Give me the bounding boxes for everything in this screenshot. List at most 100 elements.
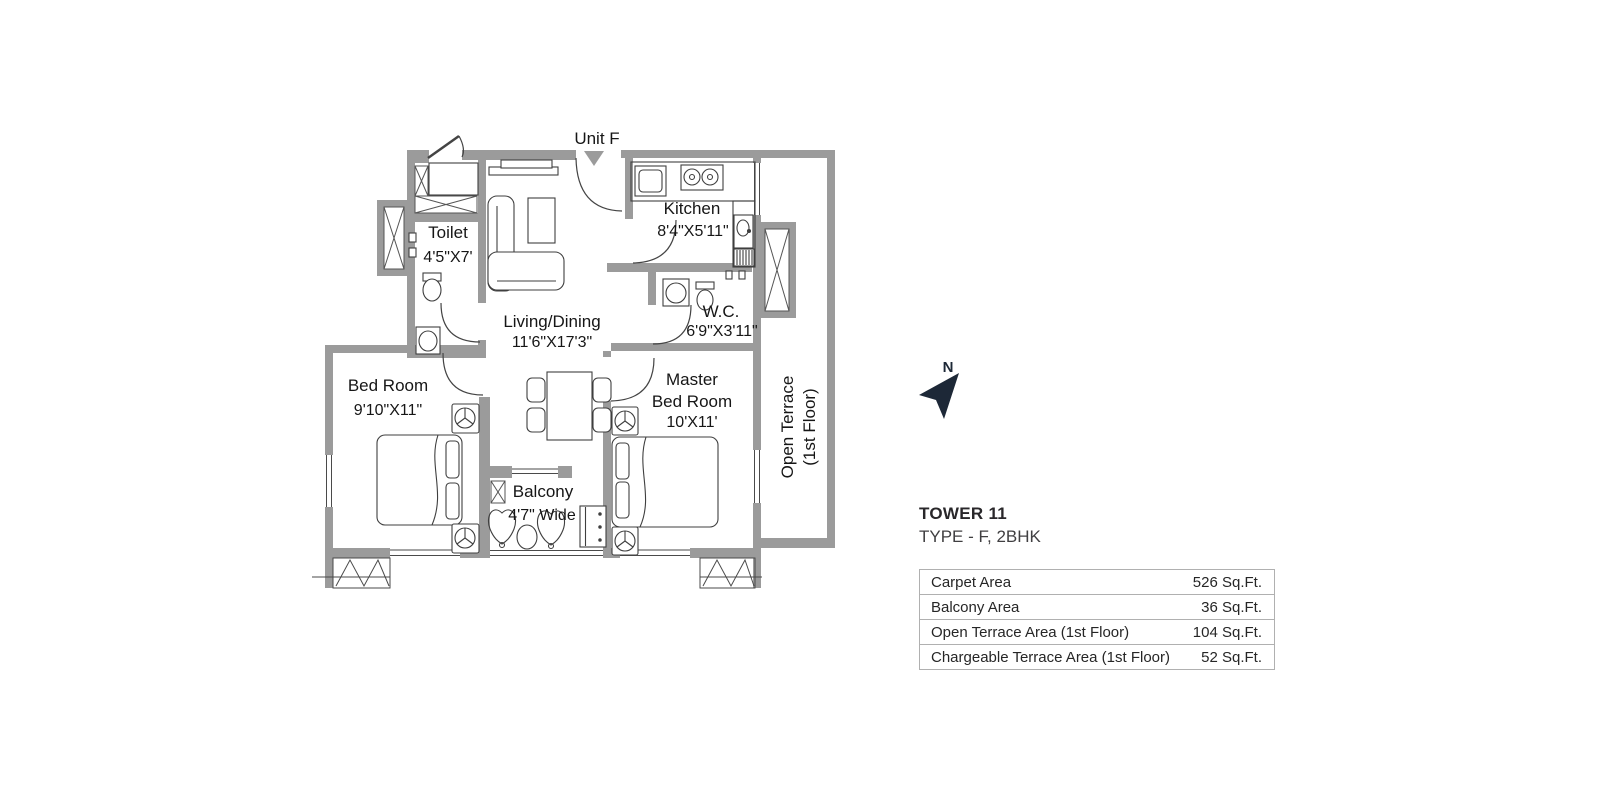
doors bbox=[427, 134, 692, 402]
svg-text:(1st Floor): (1st Floor) bbox=[800, 388, 819, 465]
planter-box bbox=[332, 557, 391, 589]
north-label: N bbox=[943, 359, 954, 376]
pillow bbox=[445, 482, 460, 520]
blanket-fold bbox=[639, 436, 647, 528]
area-value: 36 Sq.Ft. bbox=[1201, 598, 1262, 616]
wall bbox=[325, 345, 443, 353]
wc-basin bbox=[665, 282, 687, 304]
room-label-bedroom: Bed Room bbox=[348, 376, 428, 395]
wall bbox=[753, 538, 835, 548]
side-unit bbox=[527, 197, 556, 244]
foyer-outline bbox=[428, 162, 479, 196]
window bbox=[620, 548, 690, 558]
door-leaf bbox=[427, 134, 460, 160]
furniture bbox=[376, 159, 756, 556]
bed bbox=[611, 436, 719, 528]
balcony-chair bbox=[487, 509, 517, 545]
area-label: Balcony Area bbox=[931, 598, 1020, 616]
bed bbox=[376, 434, 463, 526]
wc-cistern bbox=[695, 281, 715, 290]
room-label-master-2: Bed Room bbox=[652, 392, 732, 411]
toilet-basin bbox=[418, 330, 438, 352]
door-arc-bedroom bbox=[442, 352, 484, 396]
room-dims-master: 10'X11' bbox=[666, 414, 717, 431]
entrance-marker-triangle bbox=[584, 151, 604, 166]
room-label-toilet: Toilet bbox=[428, 223, 468, 242]
room-dims-toilet: 4'5"X7' bbox=[423, 249, 472, 266]
wall bbox=[603, 351, 611, 357]
burner bbox=[701, 168, 719, 186]
wall bbox=[648, 343, 760, 351]
window bbox=[753, 450, 761, 503]
balcony-table bbox=[516, 524, 538, 550]
room-label-wc: W.C. bbox=[703, 302, 740, 321]
wall bbox=[415, 213, 478, 222]
room-dims-balcony: 4'7" Wide bbox=[508, 507, 576, 524]
kitchen-side-counter bbox=[732, 200, 756, 268]
wall bbox=[625, 158, 633, 219]
area-table: Carpet Area 526 Sq.Ft. Balcony Area 36 S… bbox=[919, 569, 1275, 670]
toilet-pan bbox=[422, 278, 442, 302]
kitchen-counter bbox=[630, 161, 756, 202]
pillow bbox=[615, 481, 630, 519]
wall bbox=[603, 401, 611, 558]
pillow bbox=[615, 442, 630, 480]
balcony-cabinet bbox=[579, 505, 607, 548]
burner bbox=[683, 168, 701, 186]
north-compass: N bbox=[919, 359, 959, 419]
room-dims-bedroom: 9'10"X11" bbox=[354, 402, 422, 419]
wall bbox=[478, 340, 486, 358]
north-arrow-icon bbox=[919, 373, 959, 419]
room-dims-living: 11'6"X17'3" bbox=[512, 334, 592, 351]
area-label: Chargeable Terrace Area (1st Floor) bbox=[931, 648, 1171, 666]
room-label-living: Living/Dining bbox=[503, 312, 600, 331]
area-label: Carpet Area bbox=[931, 573, 1012, 591]
wall bbox=[607, 263, 752, 272]
room-dims-kitchen: 8'4"X5'11" bbox=[657, 223, 728, 240]
wall bbox=[462, 150, 576, 160]
wall bbox=[558, 466, 572, 478]
table-row: Carpet Area 526 Sq.Ft. bbox=[920, 570, 1274, 595]
table-row: Open Terrace Area (1st Floor) 104 Sq.Ft. bbox=[920, 620, 1274, 645]
tap bbox=[725, 270, 733, 280]
dining-chair bbox=[526, 407, 546, 433]
unit-label: Unit F bbox=[574, 129, 619, 148]
tower-title: TOWER 11 bbox=[919, 504, 1008, 523]
wall bbox=[648, 272, 656, 305]
window bbox=[325, 455, 333, 507]
door-arc-entrance bbox=[575, 157, 623, 212]
planter-box bbox=[699, 557, 756, 589]
wall bbox=[478, 158, 486, 303]
wall bbox=[753, 548, 761, 588]
dining-chair bbox=[592, 377, 612, 403]
tap bbox=[408, 247, 417, 258]
wc-pan bbox=[696, 289, 714, 311]
area-value: 104 Sq.Ft. bbox=[1192, 623, 1262, 641]
unit-type: TYPE - F, 2BHK bbox=[919, 527, 1041, 546]
table-row: Balcony Area 36 Sq.Ft. bbox=[920, 595, 1274, 620]
window bbox=[512, 466, 558, 478]
toilet-basin-counter bbox=[415, 326, 441, 355]
sofa-seat bbox=[487, 251, 565, 291]
tap bbox=[738, 270, 746, 280]
door-arc-toilet bbox=[440, 302, 481, 343]
tap bbox=[408, 232, 417, 243]
wc-basin-counter bbox=[662, 278, 690, 307]
wall bbox=[479, 397, 490, 558]
tv bbox=[500, 159, 553, 169]
room-label-balcony: Balcony bbox=[513, 482, 574, 501]
wall bbox=[621, 150, 835, 158]
room-label-terrace: Open Terrace (1st Floor) bbox=[778, 376, 819, 479]
unit-info: TOWER 11 TYPE - F, 2BHK bbox=[919, 504, 1041, 547]
door-arc-wc bbox=[652, 304, 692, 345]
table-row: Chargeable Terrace Area (1st Floor) 52 S… bbox=[920, 645, 1274, 669]
area-value: 52 Sq.Ft. bbox=[1201, 648, 1262, 666]
pillow bbox=[445, 440, 460, 479]
window bbox=[753, 163, 761, 215]
room-dims-wc: 6'9"X3'11" bbox=[686, 323, 757, 340]
svg-text:Open Terrace: Open Terrace bbox=[778, 376, 797, 479]
door-arc-master bbox=[610, 357, 655, 402]
room-label-master-1: Master bbox=[666, 370, 718, 389]
blanket-fold bbox=[431, 434, 439, 526]
